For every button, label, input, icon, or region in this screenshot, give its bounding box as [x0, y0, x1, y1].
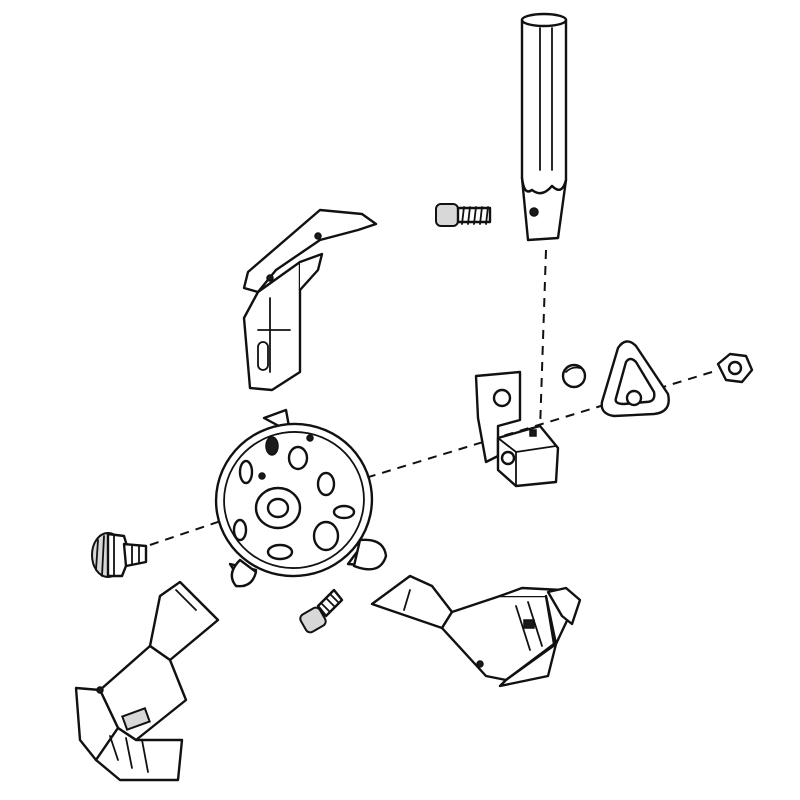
- hex-nut: [716, 352, 754, 384]
- upper-shank-bracket: [242, 208, 378, 392]
- spring-hook: [600, 340, 670, 418]
- guide-line-vertical: [539, 249, 547, 431]
- angle-bracket-with-block: [474, 370, 560, 488]
- right-presser-foot: [370, 574, 582, 688]
- steel-ball: [561, 363, 587, 389]
- feed-dial-wheel: [214, 408, 388, 588]
- presser-bar: [520, 12, 568, 242]
- mounting-screw-lower: [299, 588, 344, 634]
- left-presser-foot: [74, 580, 220, 782]
- knurled-thumb-screw: [91, 532, 148, 578]
- set-screw-top: [435, 203, 492, 227]
